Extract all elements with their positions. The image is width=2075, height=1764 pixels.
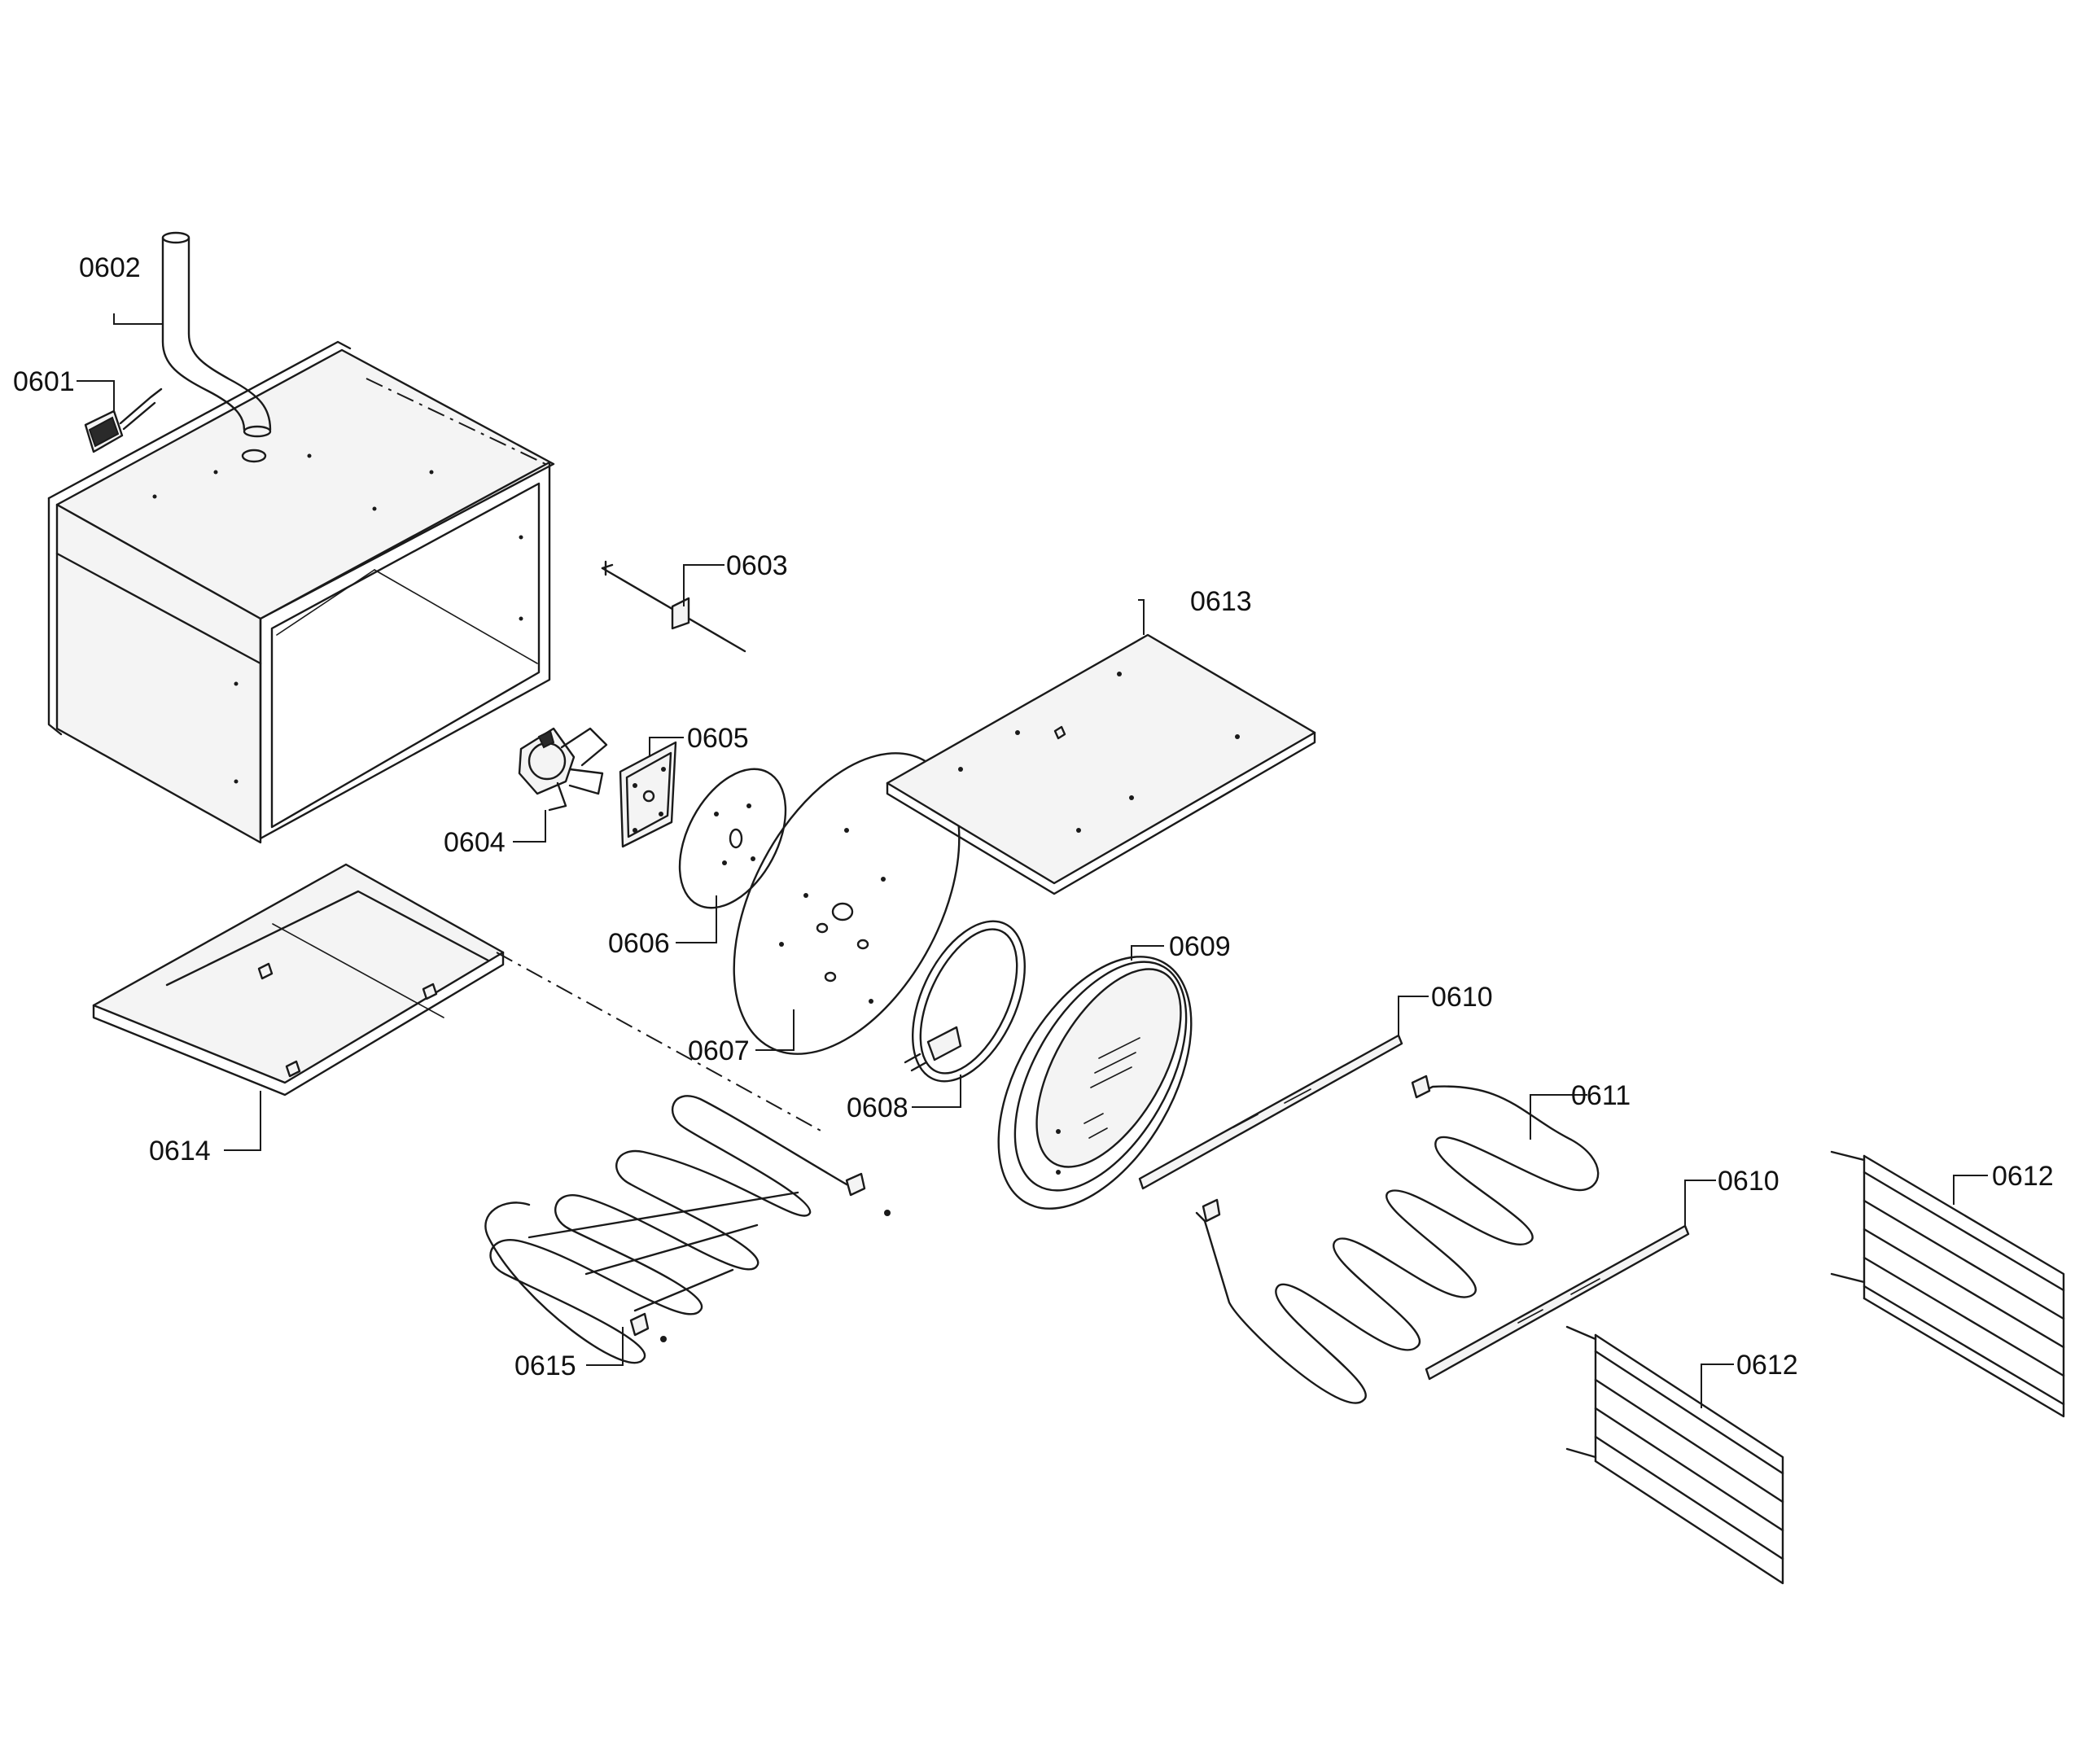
fan-motor-part-0604 [518,727,608,812]
rail-part-0610-upper [1138,1034,1403,1190]
oven-cavity [47,340,555,844]
side-rack-part-0612-left [1565,1325,1784,1585]
label-0615: 0615 [514,1350,576,1381]
label-0607: 0607 [688,1035,750,1066]
bottom-tray-part-0614 [92,863,823,1132]
heating-element-part-0615 [484,1095,891,1364]
label-0611: 0611 [1571,1080,1631,1111]
flue-pipe-part-0602 [161,231,272,438]
part-labels: 0602 0601 0603 0613 0605 0604 0606 0609 … [13,252,2054,1381]
label-0604: 0604 [444,827,506,858]
label-0612-right: 0612 [1992,1161,2054,1192]
label-0613: 0613 [1190,586,1252,617]
label-0606: 0606 [608,928,670,959]
label-0602: 0602 [79,252,141,283]
label-0612-left: 0612 [1736,1350,1798,1381]
label-0608: 0608 [847,1092,908,1123]
side-rack-part-0612-right [1830,1150,2065,1418]
sensor-rod-part-0603 [601,560,746,653]
label-0614: 0614 [149,1136,211,1167]
gasket-disc-part-0606 [678,768,787,909]
label-0609: 0609 [1169,931,1231,962]
ring-element-part-0608 [904,920,1026,1083]
bottom-panel-part-0613 [886,633,1316,895]
mounting-plate-part-0605 [619,741,677,848]
label-0603: 0603 [726,550,788,581]
label-0601: 0601 [13,366,75,397]
label-0610-upper: 0610 [1431,982,1493,1013]
back-panel-disc-part-0607 [733,752,961,1055]
leader-lines [77,313,1988,1408]
label-0605: 0605 [687,723,749,754]
rail-part-0610-lower [1425,1224,1690,1381]
label-0610-lower: 0610 [1718,1166,1780,1197]
connector-part-0601 [84,387,163,453]
fan-cover-part-0609 [997,956,1193,1210]
heating-element-part-0611 [1195,1075,1600,1404]
